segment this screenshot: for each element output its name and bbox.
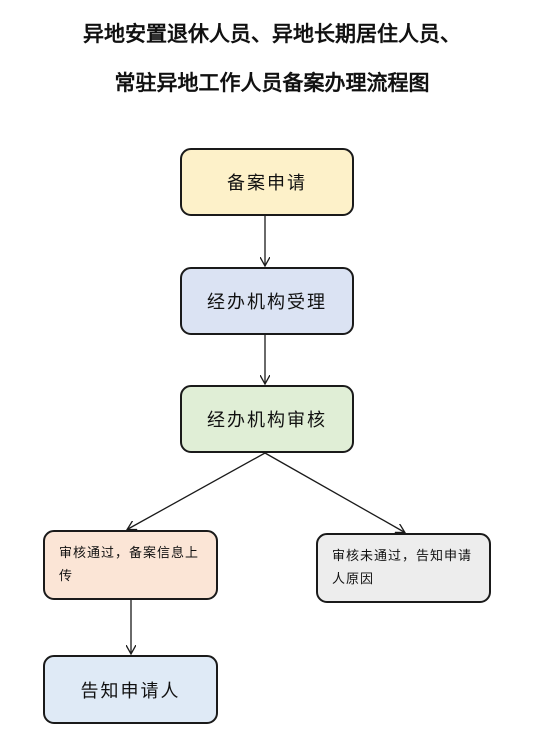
node-rejected-label: 审核未通过，告知申请人原因 (332, 549, 473, 587)
node-apply-label: 备案申请 (227, 173, 307, 194)
node-notify-label: 告知申请人 (80, 680, 181, 702)
node-accept: 经办机构受理 (180, 267, 354, 335)
arrow-review-to-approved (128, 452, 266, 529)
node-review-label: 经办机构审核 (207, 410, 327, 431)
node-approved: 审核通过，备案信息上传 (43, 530, 218, 600)
node-review: 经办机构审核 (180, 385, 354, 453)
node-rejected: 审核未通过，告知申请人原因 (316, 533, 491, 603)
page-subtitle: 常驻异地工作人员备案办理流程图 (114, 70, 430, 95)
node-accept-label: 经办机构受理 (207, 292, 327, 313)
node-apply: 备案申请 (180, 148, 354, 216)
node-notify: 告知申请人 (43, 655, 218, 724)
node-approved-label: 审核通过，备案信息上传 (59, 546, 200, 584)
page-title: 异地安置退休人员、异地长期居住人员、 (83, 21, 461, 46)
arrow-review-to-rejected (264, 452, 404, 532)
